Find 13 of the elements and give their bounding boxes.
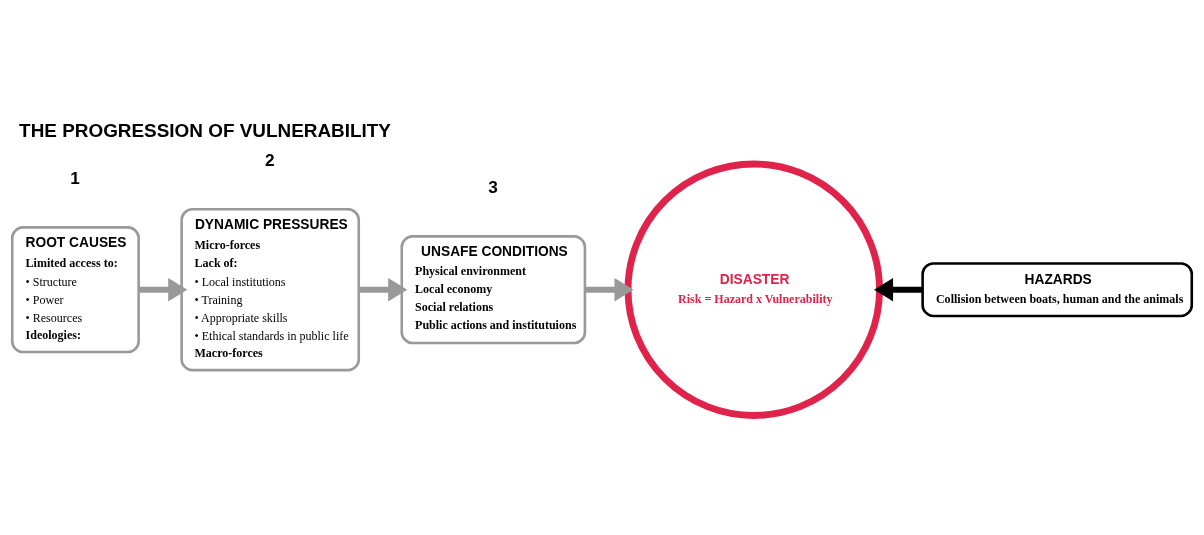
node-box: HAZARDS Collision between boats, human and the animals	[921, 262, 1194, 318]
node-box: DYNAMIC PRESSURES Micro-forces Lack of: • Local institutions • Training • Appropriate skills • Ethical standards in public life Macro-forces	[180, 208, 361, 372]
arrow	[873, 278, 923, 302]
node-box: UNSAFE CONDITIONS Physical environment Local economy Social relations Public actions and institutuions	[400, 235, 587, 345]
node-box: ROOT CAUSES Limited access to: • Structure • Power • Resources Ideologies:	[10, 226, 140, 354]
diagram-title: THE PROGRESSION OF VULNERABILITY	[19, 120, 391, 142]
arrow	[358, 278, 408, 302]
label: 2	[265, 149, 275, 170]
arrow	[585, 278, 634, 302]
label: 1	[70, 167, 80, 188]
node-circle: DISASTER Risk = Hazard x Vulnerability	[624, 160, 883, 419]
label: 3	[488, 177, 498, 198]
arrow	[138, 278, 188, 302]
